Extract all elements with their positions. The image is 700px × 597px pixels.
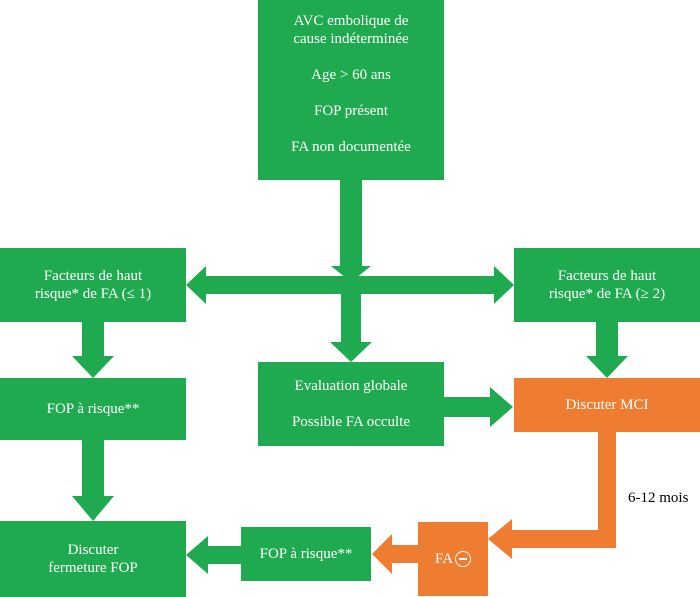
high-risk-line-2: risque* de FA (≥ 2): [548, 286, 666, 302]
arrow-left-risk-down: [72, 322, 114, 378]
low-risk-line-1: Facteurs de haut: [43, 268, 143, 284]
arrow-top-down: [331, 180, 371, 282]
stroke-line-1: AVC embolique de: [293, 13, 409, 29]
evaluation-line-1: Evaluation globale: [294, 378, 408, 394]
stroke-line-3: Age > 60 ans: [311, 67, 391, 83]
arrow-eval-to-mci: [440, 387, 513, 427]
arrow-junction-to-eval: [330, 294, 372, 362]
closure-line-2: fermeture FOP: [48, 560, 138, 576]
fop-closure-box: Discuter fermeture FOP: [0, 521, 186, 597]
duration-label: 6-12 mois: [628, 490, 689, 506]
arrow-horizontal-both: [186, 266, 514, 304]
fop-risk-bottom-text: FOP à risque**: [259, 546, 353, 562]
low-risk-line-2: risque* de FA (≤ 1): [34, 286, 152, 302]
arrow-right-risk-down: [586, 322, 628, 378]
arrow-fop-bottom-to-closure: [186, 536, 241, 574]
arrow-fop-to-closure: [72, 440, 114, 521]
discuss-mci-box: Discuter MCI: [514, 378, 700, 432]
stroke-criteria-box: AVC embolique de cause indéterminée Age …: [258, 0, 444, 180]
fop-risk-box-bottom: FOP à risque**: [241, 527, 371, 581]
high-risk-line-1: Facteurs de haut: [557, 268, 657, 284]
mci-text: Discuter MCI: [565, 397, 649, 413]
stroke-line-5: FA non documentée: [291, 139, 411, 155]
fop-risk-box-left: FOP à risque**: [0, 378, 186, 440]
fop-risk-left-text: FOP à risque**: [46, 401, 140, 417]
stroke-line-4: FOP présent: [313, 103, 389, 119]
low-risk-factors-box: Facteurs de haut risque* de FA (≤ 1): [0, 248, 186, 322]
evaluation-line-2: Possible FA occulte: [291, 414, 411, 430]
fa-text: FA: [434, 551, 454, 567]
closure-line-1: Discuter: [67, 542, 119, 558]
minus-circle-icon: [455, 551, 472, 567]
arrow-mci-to-fa: [488, 432, 616, 559]
high-risk-factors-box: Facteurs de haut risque* de FA (≥ 2): [514, 248, 700, 322]
stroke-line-2: cause indéterminée: [293, 31, 409, 47]
fa-negative-box: FA: [418, 522, 488, 596]
arrow-fa-to-fop: [372, 534, 418, 574]
global-evaluation-box: Evaluation globale Possible FA occulte: [258, 362, 444, 446]
